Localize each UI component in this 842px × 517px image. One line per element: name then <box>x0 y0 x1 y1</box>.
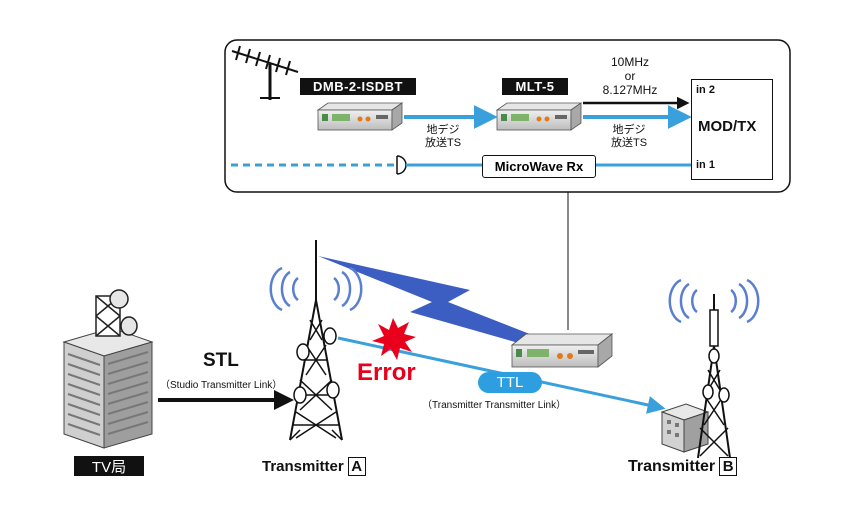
tower-a-dish-3 <box>326 381 340 399</box>
transmitter-a-tower-icon <box>289 240 343 441</box>
freq-label-1: 10MHz <box>610 55 649 69</box>
transmitter-b-building-icon <box>660 403 710 453</box>
ttl-subtitle: （Transmitter Transmitter Link） <box>422 400 567 411</box>
stl-subtitle: （Studio Transmitter Link） <box>160 380 283 391</box>
tower-b-dish-1 <box>708 348 720 364</box>
dmb-device-icon <box>316 102 404 131</box>
tower-a-dish-1 <box>323 327 337 345</box>
tv-station-building-icon <box>62 289 154 449</box>
ts-label-2b: 放送TS <box>610 137 648 149</box>
yagi-antenna-icon <box>231 45 299 100</box>
stl-title: STL <box>203 350 239 371</box>
transmitter-a-label: Transmitter A <box>262 457 366 476</box>
ts-label-1b: 放送TS <box>424 137 462 149</box>
microwave-rx-box: MicroWave Rx <box>482 155 596 178</box>
receiver-device-icon <box>510 333 614 368</box>
mod-in2-label: in 2 <box>696 84 715 96</box>
tv-station-label: TV局 <box>74 456 144 476</box>
tower-a-dish-4 <box>293 386 307 404</box>
mod-in1-label: in 1 <box>696 159 715 171</box>
ts-label-1a: 地デジ <box>426 124 460 136</box>
tower-a-radio-waves-icon <box>269 266 363 312</box>
mod-tx-box: in 2 MOD/TX in 1 <box>691 79 773 180</box>
ttl-pill: TTL <box>478 372 542 393</box>
dmb-label: DMB-2-ISDBT <box>300 78 416 95</box>
lightning-bolt-icon <box>318 256 540 344</box>
tower-b-radio-waves-icon <box>668 278 760 324</box>
freq-label-3: 8.127MHz <box>602 83 658 97</box>
mod-title: MOD/TX <box>698 118 757 135</box>
transmitter-a-text: Transmitter <box>262 458 344 475</box>
transmitter-b-text: Transmitter <box>628 457 716 475</box>
transmitter-b-letter: B <box>719 457 738 476</box>
freq-label-2: or <box>624 69 636 83</box>
mlt-device-icon <box>495 102 583 131</box>
error-burst-icon <box>372 318 416 360</box>
tower-a-dish-2 <box>296 343 310 361</box>
tower-b-dish-3 <box>718 387 730 403</box>
ts-label-2a: 地デジ <box>612 124 646 136</box>
error-label: Error <box>357 359 416 386</box>
mlt-label: MLT-5 <box>502 78 568 95</box>
transmitter-b-label: Transmitter B <box>628 457 738 476</box>
tower-b-dish-2 <box>702 384 714 400</box>
transmitter-a-letter: A <box>347 457 366 476</box>
